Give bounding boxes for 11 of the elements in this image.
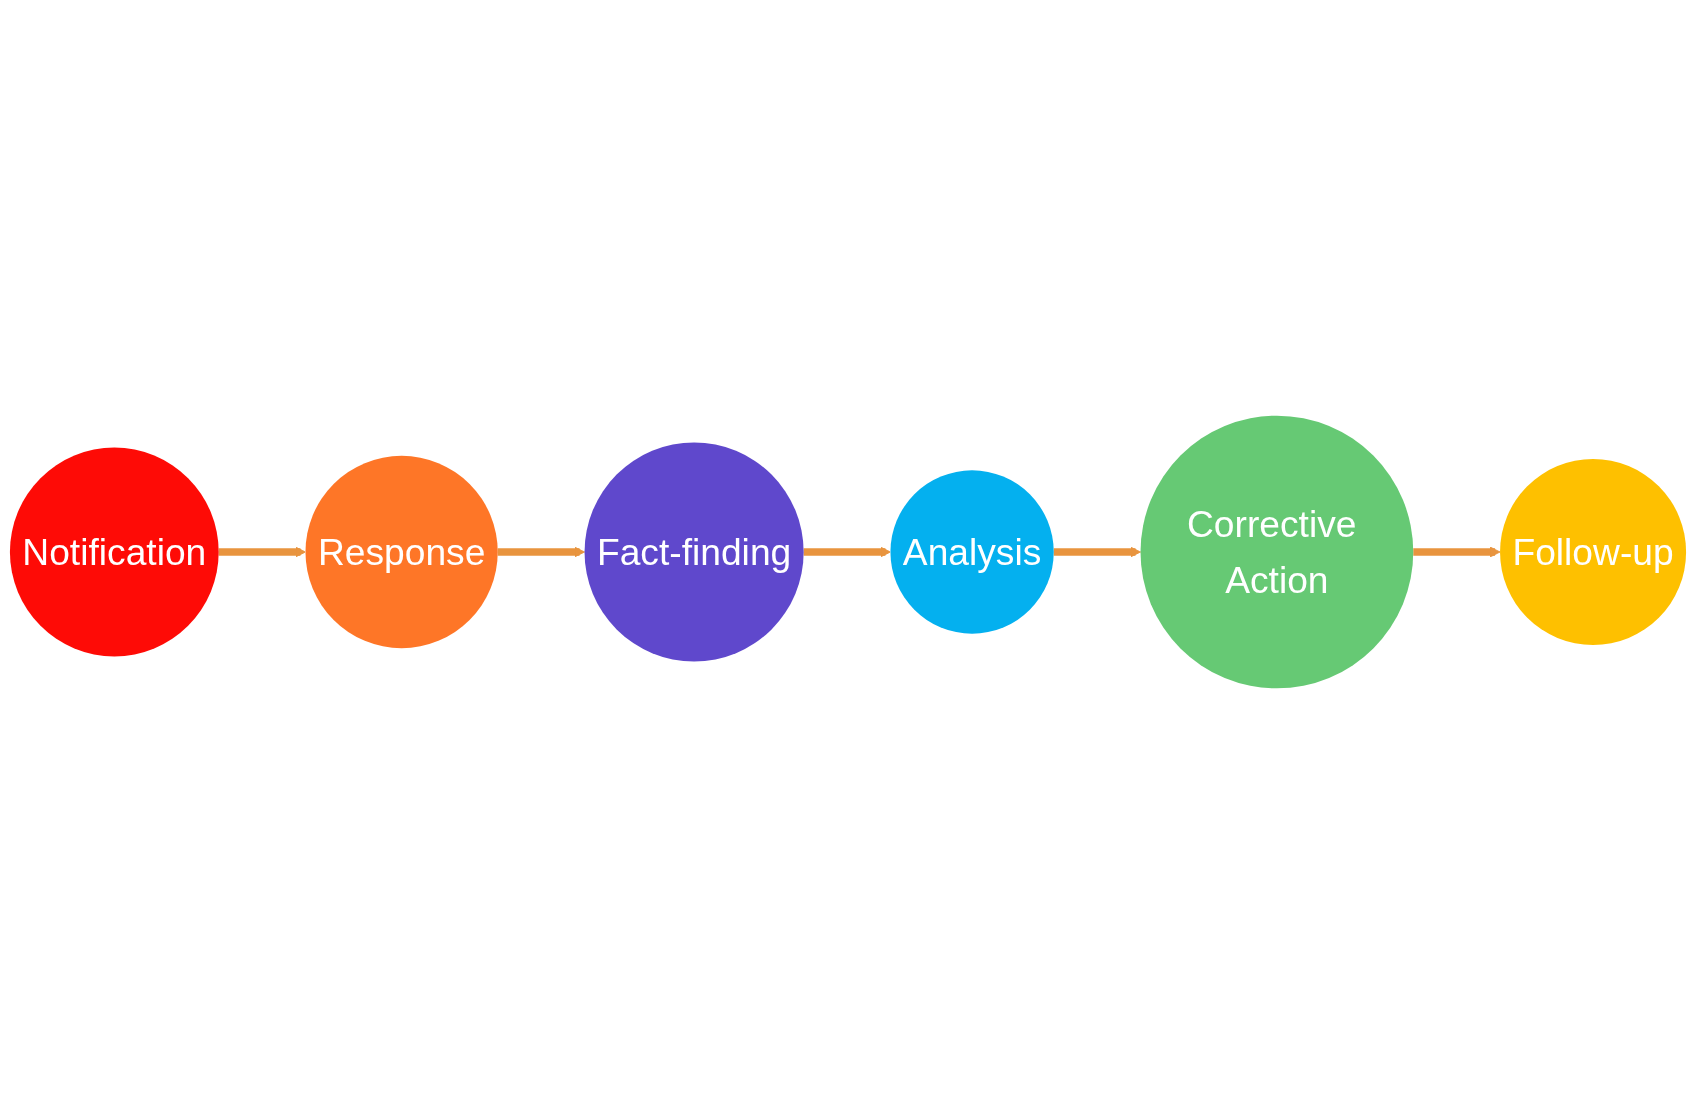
arrow (803, 546, 891, 558)
node-circle: Response (305, 455, 498, 649)
node-circle: Follow-up (1500, 459, 1687, 645)
arrow (1053, 546, 1141, 558)
arrow (218, 546, 306, 558)
node-circle: Corrective Action (1140, 415, 1414, 689)
arrow (497, 546, 586, 558)
node-circle: Fact-finding (584, 442, 804, 662)
node-circle: Notification (9, 447, 219, 657)
arrow (1413, 546, 1501, 558)
node-circle: Analysis (890, 470, 1054, 634)
